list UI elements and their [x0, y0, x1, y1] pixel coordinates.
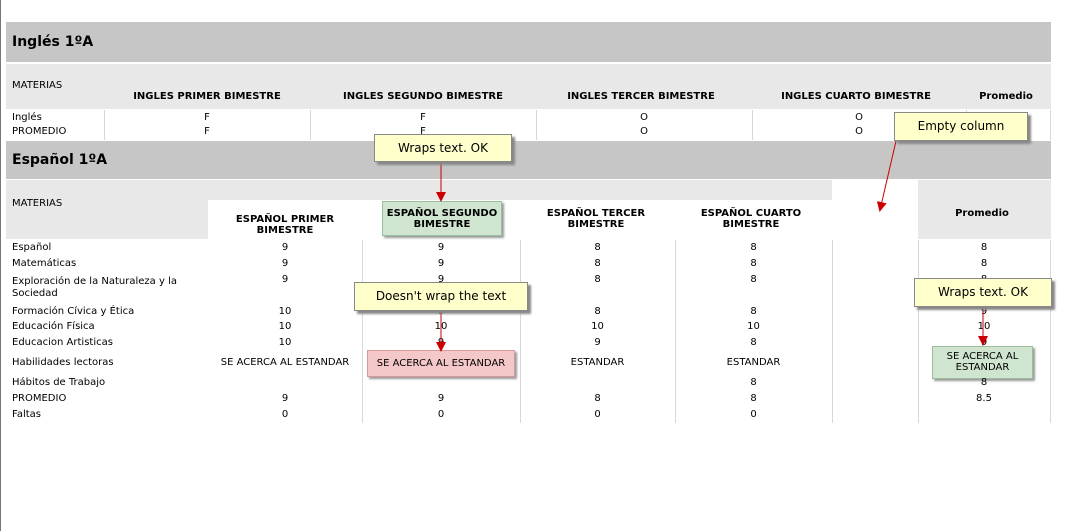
table-cell: 8	[980, 377, 988, 388]
table-cell: 0	[594, 409, 601, 420]
table-cell: F	[204, 126, 210, 137]
table-cell: 10	[278, 306, 292, 317]
row-label: Faltas	[12, 409, 41, 420]
ingles-col-1-header: INGLES PRIMER BIMESTRE	[133, 91, 281, 102]
table-cell: O	[640, 112, 648, 123]
table-cell: O	[855, 126, 863, 137]
table-cell: 8	[750, 258, 757, 269]
table-cell: 10	[977, 321, 991, 332]
table-cell: ESTANDAR	[726, 357, 781, 368]
table-cell: 0	[437, 409, 445, 420]
callout-doesnt-wrap: Doesn't wrap the text	[354, 282, 528, 311]
table-cell: 10	[591, 321, 604, 332]
row-label: Español	[12, 242, 52, 253]
ingles-col-5-header: Promedio	[979, 91, 1033, 102]
ingles-col-3-header: INGLES TERCER BIMESTRE	[567, 91, 715, 102]
table-cell: SE ACERCA AL ESTANDAR	[220, 357, 350, 368]
section-title-ingles: Inglés 1ºA	[6, 22, 1051, 62]
row-label: Hábitos de Trabajo	[12, 377, 106, 388]
table-cell: 10	[278, 337, 292, 348]
table-cell: 9	[281, 274, 289, 285]
table-cell: 9	[980, 306, 988, 317]
row-label: Educacion Artisticas	[12, 337, 113, 348]
table-cell: 8	[750, 306, 757, 317]
table-cell: 10	[747, 321, 760, 332]
row-label: Habilidades lectoras	[12, 357, 114, 368]
espanol-col-4-header: ESPAÑOL CUARTO BIMESTRE	[700, 208, 802, 230]
ingles-header-band	[6, 64, 1051, 109]
table-cell: 9	[281, 393, 289, 404]
table-cell: 9	[281, 242, 289, 253]
empty-column-header	[832, 180, 918, 239]
espanol-col-5-header: Promedio	[955, 208, 1009, 219]
ingles-col-4-header: INGLES CUARTO BIMESTRE	[781, 91, 931, 102]
table-cell: 9	[281, 258, 289, 269]
table-cell: 9	[594, 337, 601, 348]
table-cell-highlight-wrap: SE ACERCA AL ESTANDAR	[932, 346, 1033, 379]
row-label: Exploración de la Naturaleza y la Socied…	[12, 276, 177, 299]
row-label: Educación Física	[12, 321, 95, 332]
table-cell: 10	[434, 321, 448, 332]
table-cell: 8	[750, 377, 757, 388]
section-title-espanol-text: Español 1ºA	[12, 152, 108, 168]
callout-wraps-ok-1: Wraps text. OK	[374, 134, 512, 162]
table-cell: 9	[437, 258, 445, 269]
table-cell: 8	[980, 242, 988, 253]
callout-wraps-ok-2: Wraps text. OK	[914, 278, 1052, 307]
table-cell: 8	[594, 306, 601, 317]
table-cell: 0	[281, 409, 289, 420]
table-cell: 8	[594, 258, 601, 269]
row-label: PROMEDIO	[12, 126, 67, 137]
espanol-col-1-header: ESPAÑOL PRIMER BIMESTRE	[235, 214, 335, 236]
callout-empty-column: Empty column	[894, 112, 1028, 141]
table-cell: 8	[594, 242, 601, 253]
window-left-border	[0, 0, 1, 531]
table-cell: 8	[750, 337, 757, 348]
table-cell: 0	[750, 409, 757, 420]
table-cell: 9	[437, 274, 445, 285]
table-cell: ESTANDAR	[570, 357, 625, 368]
espanol-materias-header: MATERIAS	[12, 198, 63, 209]
table-cell: 8	[594, 274, 601, 285]
table-cell: F	[420, 112, 426, 123]
ingles-materias-header: MATERIAS	[12, 80, 63, 91]
table-cell: 8	[980, 258, 988, 269]
table-cell: F	[420, 126, 426, 137]
table-cell-highlight-nowrap: SE ACERCA AL ESTANDAR	[367, 350, 515, 377]
table-cell: O	[640, 126, 648, 137]
row-label: PROMEDIO	[12, 393, 67, 404]
espanol-col-3-header: ESPAÑOL TERCER BIMESTRE	[546, 208, 646, 230]
table-cell: 10	[278, 321, 292, 332]
section-title-ingles-text: Inglés 1ºA	[12, 34, 94, 50]
row-label: Matemáticas	[12, 258, 77, 269]
section-title-espanol: Español 1ºA	[6, 141, 1051, 179]
table-cell: 8	[594, 393, 601, 404]
row-label: Formación Cívica y Ética	[12, 306, 135, 317]
table-cell: O	[855, 112, 863, 123]
table-cell: 8	[750, 242, 757, 253]
table-cell: 9	[437, 242, 445, 253]
table-cell: 8.5	[976, 393, 992, 404]
ingles-col-2-header: INGLES SEGUNDO BIMESTRE	[343, 91, 503, 102]
table-cell: F	[204, 112, 210, 123]
row-label: Inglés	[12, 112, 42, 123]
table-cell: 9	[437, 306, 445, 317]
table-cell: 8	[750, 393, 757, 404]
espanol-col-2-header: ESPAÑOL SEGUNDO BIMESTRE	[382, 201, 502, 236]
table-cell: 9	[437, 393, 445, 404]
table-cell: 8	[750, 274, 757, 285]
table-cell: 9	[437, 337, 445, 348]
